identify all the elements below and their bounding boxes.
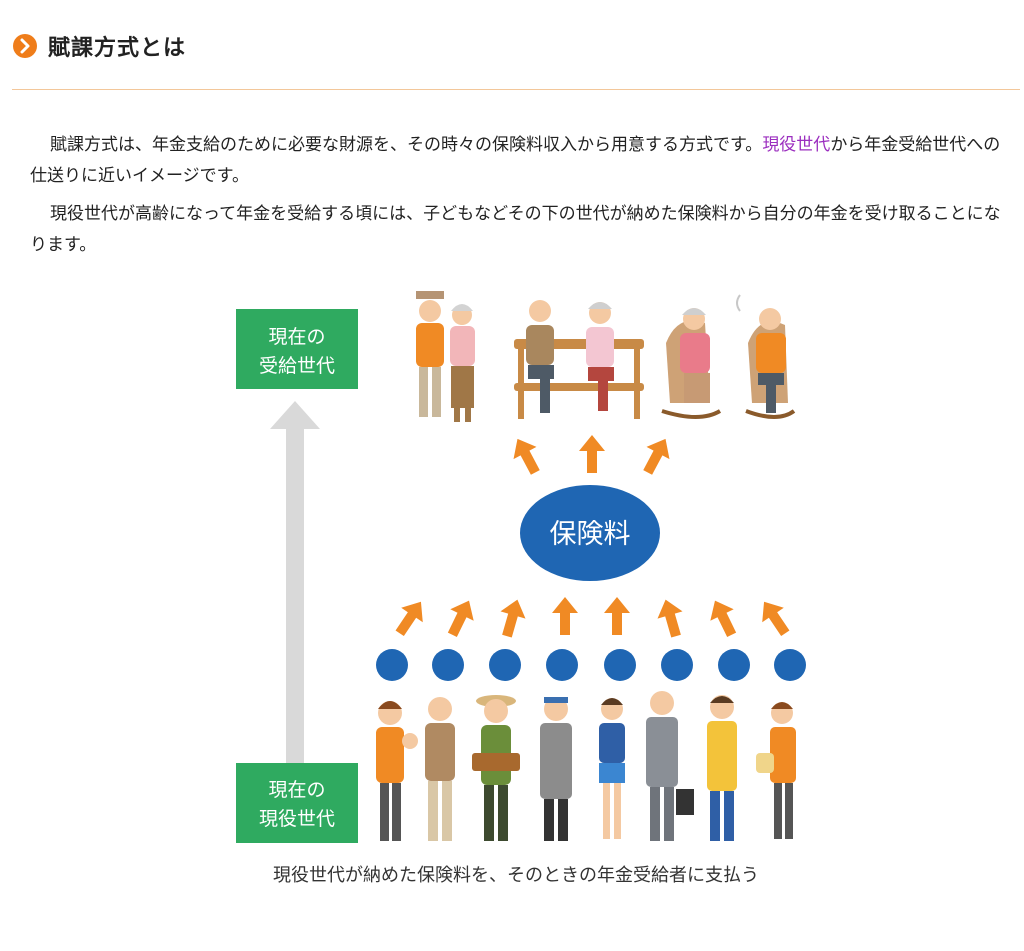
diagram-caption: 現役世代が納めた保険料を、そのときの年金受給者に支払う	[273, 865, 759, 886]
elderly-couple-bench	[514, 300, 644, 419]
section-heading: 賦課方式とは	[12, 28, 186, 64]
paragraph-2: 現役世代が高齢になって年金を受給する頃には、子どもなどその下の世代が納めた保険料…	[30, 199, 1015, 261]
worker-farmer	[472, 695, 520, 841]
worker-businessman	[646, 691, 694, 841]
worker-young-woman	[756, 702, 796, 839]
worker-mother	[376, 701, 418, 841]
current-recipients-line1: 現在の	[268, 326, 325, 348]
current-workers-box: 現在の 現役世代	[236, 763, 358, 843]
current-workers-line2: 現役世代	[259, 808, 335, 830]
generation-arrow	[270, 401, 320, 763]
insurance-premium-node: 保険料	[520, 485, 660, 581]
genekisedai-link[interactable]: 現役世代	[762, 135, 831, 155]
diagram-svg: 現在の 受給世代 現在の 現役世代	[236, 291, 806, 886]
worker-office-woman	[599, 698, 625, 839]
arrow-up-right	[636, 432, 677, 479]
pay-as-you-go-diagram: 現在の 受給世代 現在の 現役世代	[200, 283, 840, 903]
arrow-up-center	[579, 435, 605, 473]
insurance-premium-label: 保険料	[550, 519, 631, 550]
current-recipients-box: 現在の 受給世代	[236, 309, 358, 389]
section-title: 賦課方式とは	[48, 36, 187, 61]
contribution-arrows	[388, 594, 797, 641]
elderly-couple-rocking-chair	[661, 294, 796, 419]
divider	[12, 89, 1020, 90]
worker-man-casual	[425, 697, 455, 841]
paragraph-1-text-after: から年金受給世代への仕送りに近いイメージです。	[30, 135, 1001, 186]
paragraph-2-text: 現役世代が高齢になって年金を受給する頃には、子どもなどその下の世代が納めた保険料…	[30, 204, 1001, 255]
paragraph-1: 賦課方式は、年金支給のために必要な財源を、その時々の保険料収入から用意する方式で…	[30, 130, 1015, 192]
contribution-dots	[376, 649, 806, 681]
working-generation-people	[376, 691, 796, 841]
worker-craftsman	[540, 697, 572, 841]
chevron-right-icon	[13, 34, 37, 58]
arrow-up-left	[506, 432, 547, 479]
paragraph-1-text: 賦課方式は、年金支給のために必要な財源を、その時々の保険料収入から用意する方式で…	[50, 135, 763, 155]
elderly-couple-standing	[416, 291, 475, 422]
current-recipients-line2: 受給世代	[259, 355, 335, 377]
worker-shopkeeper	[707, 695, 737, 841]
current-workers-line1: 現在の	[268, 779, 325, 801]
